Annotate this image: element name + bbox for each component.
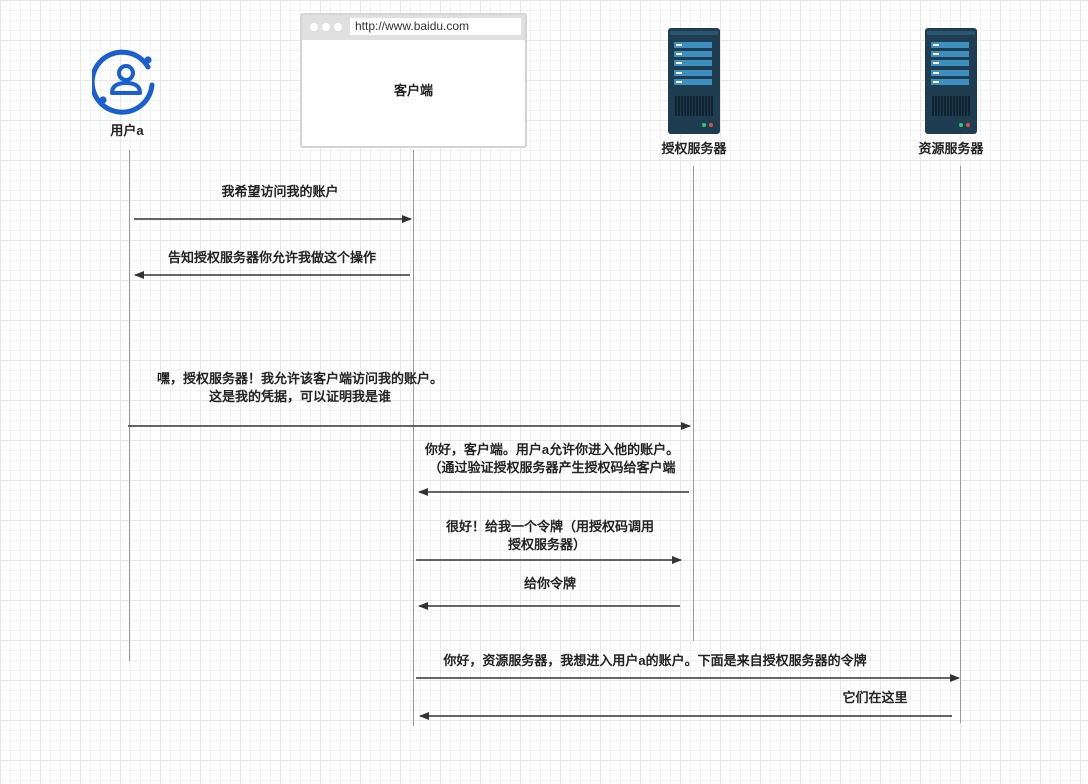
message-label-8: 它们在这里: [825, 689, 925, 707]
message-text: 嘿，授权服务器！我允许该客户端访问我的账户。: [156, 371, 443, 386]
window-dot-icon: [310, 23, 318, 31]
window-dot-icon: [322, 23, 330, 31]
message-text: 它们在这里: [842, 690, 908, 705]
message-text: 这是我的凭据，可以证明我是谁: [208, 389, 391, 404]
resource-server-label: 资源服务器: [918, 141, 984, 156]
message-text: 你好，资源服务器，我想进入用户a的账户。下面是来自授权服务器的令牌: [443, 653, 867, 668]
auth-server-lifeline: [693, 166, 694, 641]
url-field: http://www.baidu.com: [350, 18, 521, 35]
auth-server-label: 授权服务器: [661, 141, 727, 156]
message-label-6: 给你令牌: [500, 575, 600, 593]
user-icon: [92, 49, 155, 115]
window-dot-icon: [334, 23, 342, 31]
client-lifeline: [413, 150, 414, 726]
resource-server-icon: [925, 28, 977, 134]
message-text: 很好！给我一个令牌（用授权码调用: [445, 519, 654, 534]
message-label-4: 你好，客户端。用户a允许你进入他的账户。 （通过验证授权服务器产生授权码给客户端: [412, 441, 692, 477]
user-lifeline: [129, 150, 130, 661]
auth-server-icon: [668, 28, 720, 134]
message-text: 给你令牌: [523, 576, 576, 591]
message-label-3: 嘿，授权服务器！我允许该客户端访问我的账户。 这是我的凭据，可以证明我是谁: [140, 370, 460, 406]
resource-server-lifeline: [960, 166, 961, 723]
client-browser-window: http://www.baidu.com 客户端: [300, 13, 527, 148]
message-label-2: 告知授权服务器你允许我做这个操作: [152, 249, 392, 267]
message-text: 你好，客户端。用户a允许你进入他的账户。: [424, 442, 680, 457]
user-label: 用户a: [110, 123, 144, 138]
message-text: 告知授权服务器你允许我做这个操作: [167, 250, 376, 265]
message-label-7: 你好，资源服务器，我想进入用户a的账户。下面是来自授权服务器的令牌: [425, 652, 885, 670]
message-text: 我希望访问我的账户: [221, 184, 339, 199]
message-label-5: 很好！给我一个令牌（用授权码调用 授权服务器）: [430, 518, 670, 554]
browser-title-bar: http://www.baidu.com: [302, 15, 525, 40]
message-label-1: 我希望访问我的账户: [180, 183, 380, 201]
message-text: 授权服务器）: [508, 537, 587, 552]
message-text: （通过验证授权服务器产生授权码给客户端: [428, 460, 676, 475]
client-label: 客户端: [393, 83, 433, 98]
